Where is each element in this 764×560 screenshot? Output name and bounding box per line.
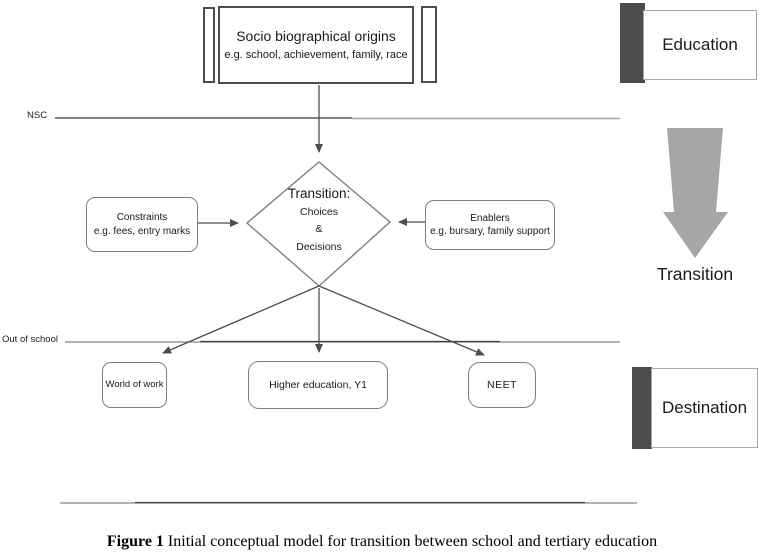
diamond-line-choices: Choices bbox=[300, 206, 338, 218]
destination-stage-label: Destination bbox=[661, 398, 748, 417]
arrow-diamond-to-world-of-work bbox=[162, 285, 320, 354]
outcome-box-neet: NEET bbox=[468, 362, 536, 408]
outcome-label: Higher education, Y1 bbox=[269, 378, 367, 391]
origin-box-title: Socio biographical origins bbox=[236, 28, 396, 45]
big-transition-arrow-icon bbox=[663, 128, 728, 258]
out-of-school-label: Out of school bbox=[2, 334, 58, 345]
outcome-box-world-of-work: World of work bbox=[102, 362, 167, 408]
origin-box: Socio biographical origins e.g. school, … bbox=[218, 6, 414, 84]
transition-diamond-text: Transition: Choices & Decisions bbox=[249, 186, 389, 256]
figure-caption-text: Initial conceptual model for transition … bbox=[167, 533, 658, 550]
education-stage-bar bbox=[620, 3, 645, 83]
origin-box-left-bar bbox=[203, 7, 215, 83]
arrow-diamond-to-neet bbox=[318, 285, 485, 356]
origin-box-right-bar bbox=[421, 6, 437, 83]
diamond-line-decisions: Decisions bbox=[296, 240, 342, 253]
nsc-label: NSC bbox=[27, 110, 48, 121]
outcome-label: World of work bbox=[105, 378, 164, 390]
constraints-subtitle: e.g. fees, entry marks bbox=[93, 225, 191, 237]
destination-stage-box: Destination bbox=[651, 368, 758, 448]
education-stage-label: Education bbox=[662, 35, 738, 54]
diamond-line-amp: & bbox=[315, 223, 323, 236]
transition-stage-label: Transition bbox=[656, 264, 734, 284]
enablers-subtitle: e.g. bursary, family support bbox=[430, 226, 550, 237]
destination-stage-bar bbox=[632, 367, 652, 449]
constraints-box: Constraints e.g. fees, entry marks bbox=[86, 197, 198, 252]
outcome-label: NEET bbox=[486, 378, 517, 391]
origin-box-subtitle: e.g. school, achievement, family, race bbox=[224, 48, 408, 61]
enablers-title: Enablers bbox=[470, 212, 510, 224]
constraints-title: Constraints bbox=[116, 212, 168, 223]
diamond-title: Transition: bbox=[287, 186, 351, 201]
outcome-box-higher-education: Higher education, Y1 bbox=[248, 361, 388, 409]
figure-caption-label: Figure 1 bbox=[106, 533, 164, 550]
enablers-box: Enablers e.g. bursary, family support bbox=[425, 200, 555, 250]
education-stage-box: Education bbox=[643, 10, 757, 80]
